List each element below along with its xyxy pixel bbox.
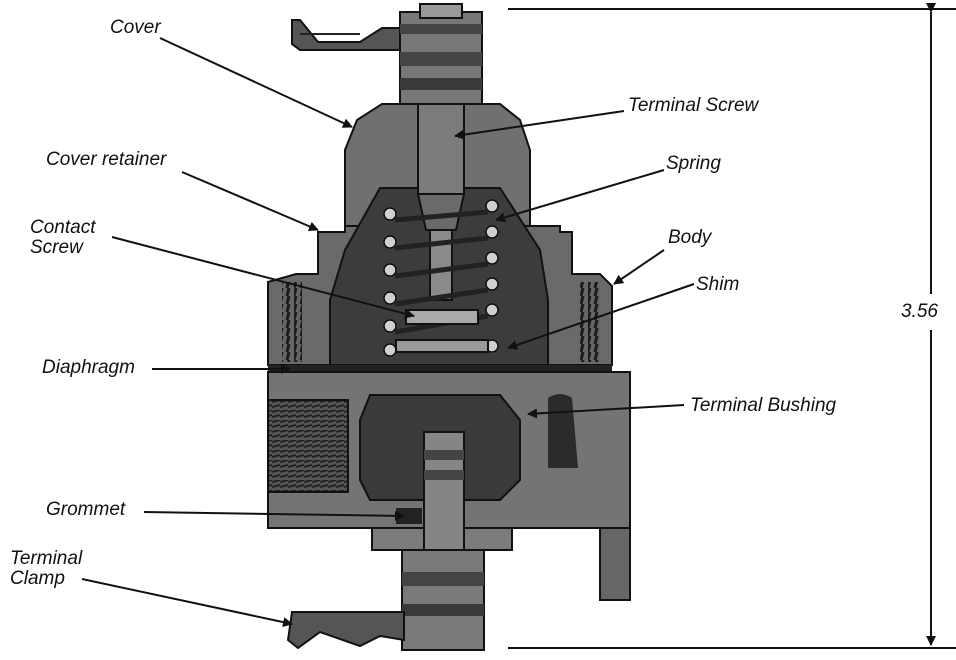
terminal-screw-label: Terminal Screw bbox=[628, 95, 759, 116]
cover-retainer-leader bbox=[181, 171, 319, 232]
top-terminal-stud bbox=[399, 3, 483, 105]
top-terminal-clamp bbox=[291, 19, 404, 51]
grommet-leader bbox=[143, 510, 405, 521]
cover-retainer-label: Cover retainer bbox=[46, 149, 167, 170]
spring-label: Spring bbox=[666, 153, 721, 174]
contact-screw bbox=[395, 309, 489, 353]
terminal-bushing-label: Terminal Bushing bbox=[690, 395, 837, 416]
terminal-screw bbox=[416, 103, 466, 301]
contact-screw-leader bbox=[111, 236, 415, 319]
terminal-screw-leader bbox=[454, 110, 625, 140]
cover-label: Cover bbox=[110, 17, 161, 38]
terminal-bushing-leader bbox=[527, 404, 685, 419]
terminal-clamp-label: Terminal Clamp bbox=[10, 548, 83, 589]
contact-screw-label: Contact Screw bbox=[30, 217, 96, 258]
leader-lines bbox=[81, 37, 695, 628]
bottom-terminal-clamp bbox=[286, 611, 405, 650]
body-leader bbox=[613, 249, 665, 285]
terminal-clamp-leader bbox=[81, 578, 293, 628]
shim-label: Shim bbox=[696, 274, 740, 295]
body-label: Body bbox=[668, 227, 712, 248]
height-dimension bbox=[508, 3, 956, 649]
bottom-terminal-stud bbox=[401, 549, 485, 651]
spring-leader bbox=[495, 169, 665, 223]
height-dimension-value: 3.56 bbox=[901, 301, 938, 322]
terminal-bushing bbox=[423, 431, 465, 551]
cover-leader bbox=[159, 37, 353, 128]
diaphragm-label: Diaphragm bbox=[42, 357, 135, 378]
grommet-label: Grommet bbox=[46, 499, 126, 520]
shim-leader bbox=[507, 283, 695, 350]
spring bbox=[383, 199, 499, 357]
